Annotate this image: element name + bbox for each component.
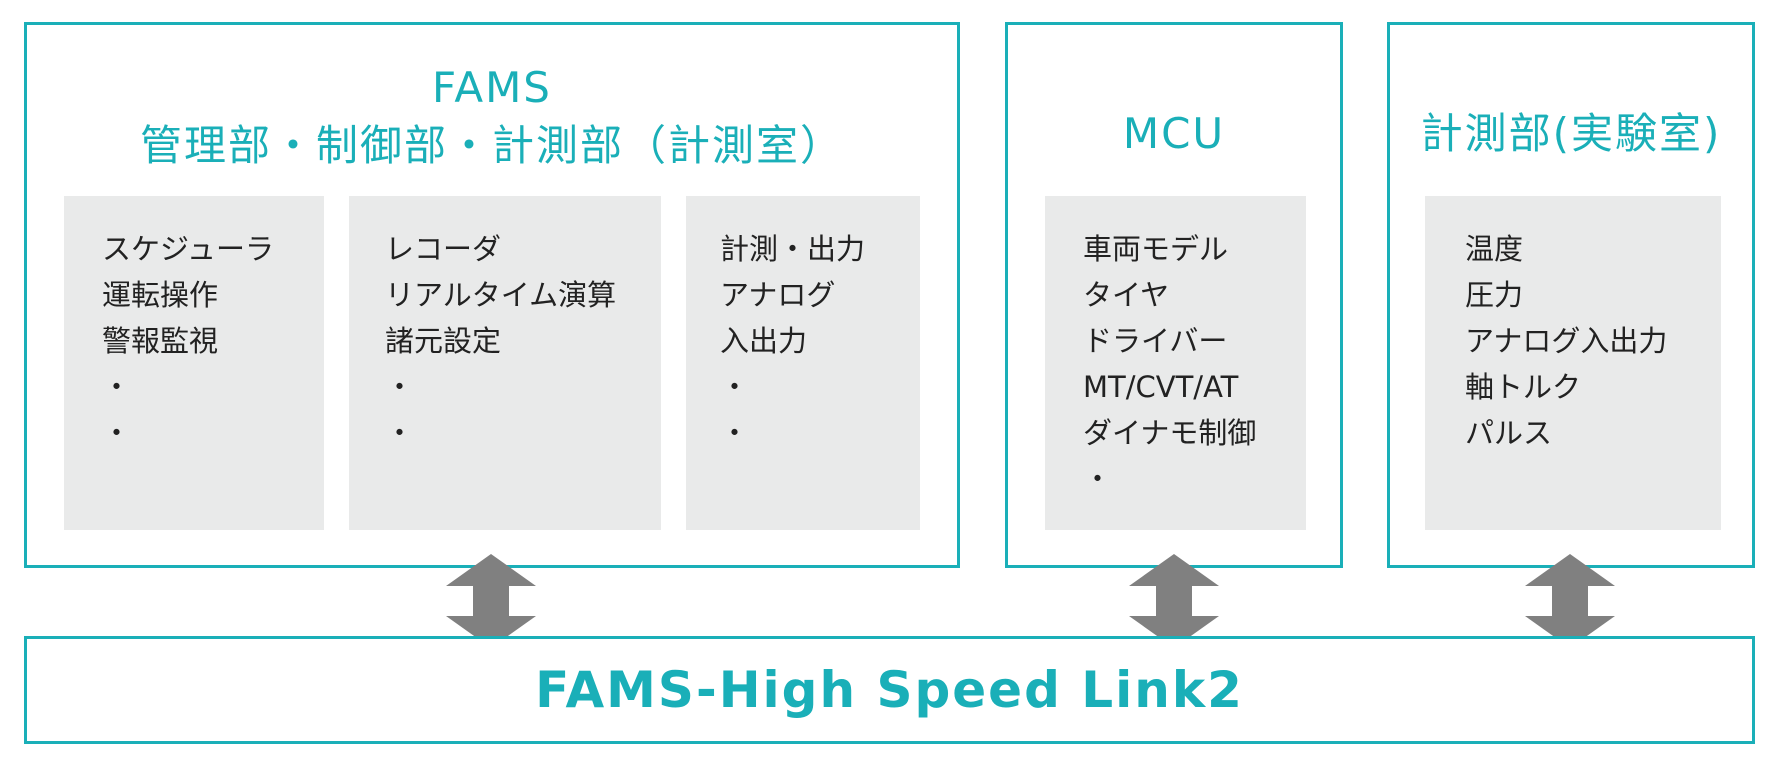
list-item: 計測・出力 <box>720 232 866 266</box>
high-speed-link-box: FAMS-High Speed Link2 <box>24 636 1755 744</box>
mcu-list: 車両モデル タイヤ ドライバー MT/CVT/AT ダイナモ制御 ・ <box>1083 226 1256 502</box>
mcu-title: MCU <box>1122 109 1226 158</box>
list-item: MT/CVT/AT <box>1083 370 1239 404</box>
fams-title-line1: FAMS <box>432 63 552 112</box>
list-item: ・ <box>720 370 750 404</box>
list-item: パルス <box>1465 416 1553 450</box>
list-item: ・ <box>720 416 750 450</box>
fams-box: FAMS 管理部・制御部・計測部（計測室） スケジューラ 運転操作 警報監視 ・… <box>24 22 960 568</box>
list-item: タイヤ <box>1083 278 1170 312</box>
fams-title-line2: 管理部・制御部・計測部（計測室） <box>139 121 844 170</box>
list-item: ダイナモ制御 <box>1083 416 1257 450</box>
double-arrow-icon <box>1525 554 1615 648</box>
fams-panel-1: スケジューラ 運転操作 警報監視 ・ ・ <box>64 196 324 530</box>
fams-panel-2: レコーダ リアルタイム演算 諸元設定 ・ ・ <box>349 196 661 530</box>
list-item: ドライバー <box>1083 324 1228 358</box>
list-item: 軸トルク <box>1465 370 1582 404</box>
fams-panel-3: 計測・出力 アナログ 入出力 ・ ・ <box>686 196 920 530</box>
list-item: 警報監視 <box>102 324 219 358</box>
list-item: ・ <box>1083 462 1113 496</box>
list-item: ・ <box>102 370 132 404</box>
list-item: 諸元設定 <box>385 324 502 358</box>
list-item: ・ <box>385 416 415 450</box>
double-arrow-icon <box>446 554 536 648</box>
list-item: アナログ入出力 <box>1465 324 1668 358</box>
list-item: アナログ <box>720 278 836 312</box>
lab-box: 計測部(実験室) 温度 圧力 アナログ入出力 軸トルク パルス <box>1387 22 1755 568</box>
list-item: 圧力 <box>1465 278 1524 312</box>
list-item: 入出力 <box>720 324 808 358</box>
list-item: 車両モデル <box>1083 232 1229 266</box>
fams-panel-1-list: スケジューラ 運転操作 警報監視 ・ ・ <box>102 226 274 456</box>
mcu-box: MCU 車両モデル タイヤ ドライバー MT/CVT/AT ダイナモ制御 ・ <box>1005 22 1343 568</box>
list-item: 温度 <box>1465 232 1524 266</box>
fams-panel-3-list: 計測・出力 アナログ 入出力 ・ ・ <box>720 226 865 456</box>
list-item: ・ <box>102 416 132 450</box>
list-item: 運転操作 <box>102 278 219 312</box>
lab-list: 温度 圧力 アナログ入出力 軸トルク パルス <box>1465 226 1667 456</box>
list-item: ・ <box>385 370 415 404</box>
link-title: FAMS-High Speed Link2 <box>535 661 1244 719</box>
lab-title: 計測部(実験室) <box>1420 109 1722 158</box>
mcu-panel: 車両モデル タイヤ ドライバー MT/CVT/AT ダイナモ制御 ・ <box>1045 196 1306 530</box>
list-item: レコーダ <box>385 232 502 266</box>
double-arrow-icon <box>1129 554 1219 648</box>
lab-panel: 温度 圧力 アナログ入出力 軸トルク パルス <box>1425 196 1721 530</box>
list-item: スケジューラ <box>102 232 274 266</box>
fams-panel-2-list: レコーダ リアルタイム演算 諸元設定 ・ ・ <box>385 226 616 456</box>
list-item: リアルタイム演算 <box>385 278 617 312</box>
